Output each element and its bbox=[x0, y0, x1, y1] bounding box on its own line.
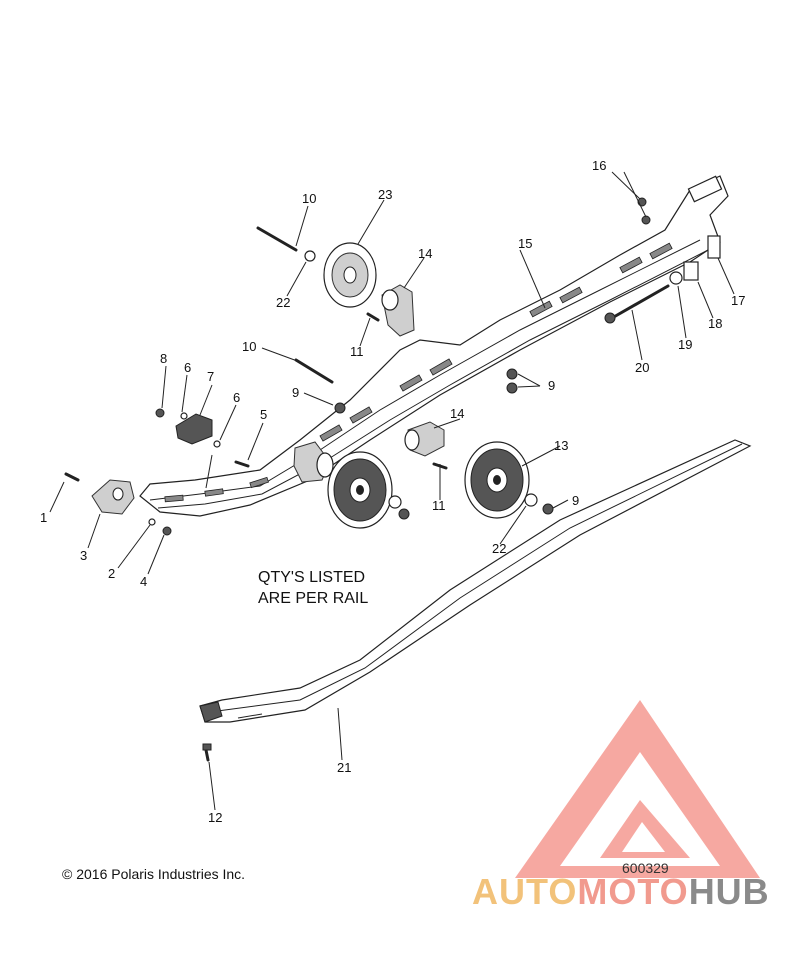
callout-18: 18 bbox=[708, 316, 722, 331]
callout-3: 3 bbox=[80, 548, 87, 563]
callout-22b: 22 bbox=[492, 541, 506, 556]
copyright-text: © 2016 Polaris Industries Inc. bbox=[62, 866, 246, 882]
callout-16: 16 bbox=[592, 158, 606, 173]
idler-wheel-rear bbox=[464, 441, 530, 519]
slide-rail bbox=[199, 439, 752, 723]
callout-10a: 10 bbox=[302, 191, 316, 206]
callout-9a: 9 bbox=[292, 385, 299, 400]
note-line-1: QTY'S LISTED bbox=[258, 569, 365, 586]
note-line-2: ARE PER RAIL bbox=[258, 590, 368, 607]
callout-6a: 6 bbox=[184, 360, 191, 375]
callout-12: 12 bbox=[208, 810, 222, 825]
callout-6b: 6 bbox=[233, 390, 240, 405]
stopper-block bbox=[175, 413, 213, 445]
leader-lines bbox=[49, 171, 735, 811]
callout-23: 23 bbox=[378, 187, 392, 202]
bolt-shafts bbox=[64, 226, 670, 762]
watermark-brand-part1: AUTO bbox=[472, 871, 578, 912]
callout-13: 13 bbox=[554, 438, 568, 453]
callout-11b: 11 bbox=[432, 498, 446, 513]
axle-spacer bbox=[293, 441, 334, 483]
callout-21: 21 bbox=[337, 760, 351, 775]
spacer-upper bbox=[381, 284, 415, 337]
quantity-note: QTY'S LISTED ARE PER RAIL bbox=[258, 569, 368, 607]
callout-11a: 11 bbox=[350, 344, 364, 359]
suspension-rail bbox=[139, 175, 729, 517]
watermark-brand: AUTOMOTOHUB bbox=[472, 871, 770, 913]
rail-tip-block bbox=[91, 479, 135, 515]
callout-10b: 10 bbox=[242, 339, 256, 354]
watermark-brand-part3: HUB bbox=[688, 871, 770, 912]
upper-wheel bbox=[323, 242, 377, 308]
callout-9b: 9 bbox=[548, 378, 555, 393]
callout-14a: 14 bbox=[418, 246, 432, 261]
spacer-lower bbox=[404, 421, 445, 457]
callout-9c: 9 bbox=[572, 493, 579, 508]
callout-5: 5 bbox=[260, 407, 267, 422]
callout-8: 8 bbox=[160, 351, 167, 366]
callout-14b: 14 bbox=[450, 406, 464, 421]
watermark-logo-icon bbox=[515, 700, 760, 878]
idler-wheel-front bbox=[327, 451, 393, 529]
callout-17: 17 bbox=[731, 293, 745, 308]
callout-19: 19 bbox=[678, 337, 692, 352]
nuts-washers bbox=[148, 197, 721, 751]
callout-20: 20 bbox=[635, 360, 649, 375]
callout-labels: 1 2 3 4 5 6 6 7 8 9 9 9 10 10 11 11 12 1… bbox=[40, 158, 745, 825]
callout-22a: 22 bbox=[276, 295, 290, 310]
diagram-code: 600329 bbox=[622, 860, 669, 876]
callout-4: 4 bbox=[140, 574, 147, 589]
watermark-brand-part2: MOTO bbox=[577, 871, 689, 912]
callout-7: 7 bbox=[207, 369, 214, 384]
callout-1: 1 bbox=[40, 510, 47, 525]
callout-15: 15 bbox=[518, 236, 532, 251]
callout-2: 2 bbox=[108, 566, 115, 581]
